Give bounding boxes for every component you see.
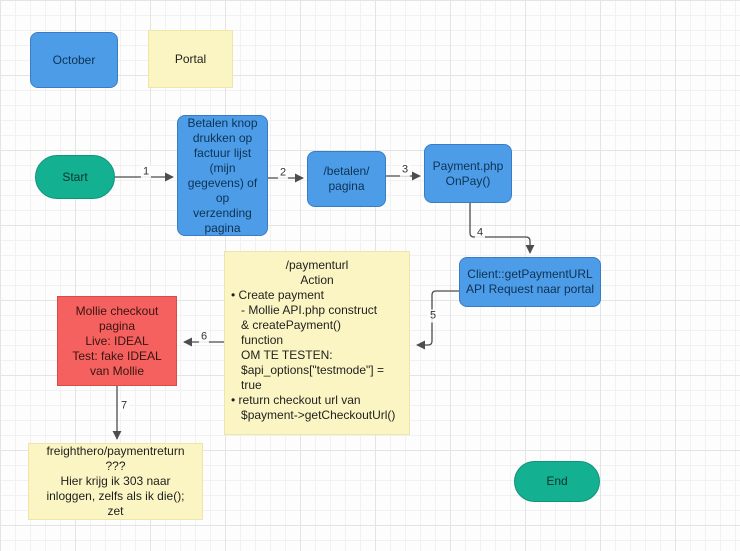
edge-label-5[interactable]: 5 — [427, 309, 439, 323]
node-payment-onpay[interactable]: Payment.php OnPay() — [424, 144, 512, 203]
node-start[interactable]: Start — [35, 155, 115, 199]
node-mollie-checkout-label: Mollie checkout pagina Live: IDEAL Test:… — [72, 303, 162, 378]
node-paymenturl-action-title: /paymenturl Action — [285, 258, 349, 287]
node-mollie-checkout[interactable]: Mollie checkout pagina Live: IDEAL Test:… — [57, 296, 177, 386]
node-portal-label: Portal — [174, 51, 207, 66]
node-end-label: End — [546, 474, 568, 488]
node-october-label: October — [52, 52, 96, 67]
node-betalen-knop-label: Betalen knop drukken op factuur lijst (m… — [187, 115, 258, 235]
node-paymenturl-action[interactable]: /paymenturl Action • Create payment - Mo… — [224, 251, 410, 435]
node-client-getpaymenturl[interactable]: Client::getPaymentURL API Request naar p… — [459, 257, 601, 307]
edge-label-3[interactable]: 3 — [399, 163, 411, 177]
node-paymenturl-action-body: • Create payment - Mollie API.php constr… — [231, 288, 396, 422]
edge-label-1[interactable]: 1 — [140, 165, 152, 179]
node-betalen-knop[interactable]: Betalen knop drukken op factuur lijst (m… — [177, 115, 268, 236]
edge-label-7[interactable]: 7 — [118, 399, 130, 413]
node-portal[interactable]: Portal — [148, 30, 233, 88]
node-betalen-pagina-label: /betalen/ pagina — [323, 164, 370, 193]
node-client-getpaymenturl-label: Client::getPaymentURL API Request naar p… — [465, 267, 595, 296]
node-start-label: Start — [62, 169, 88, 184]
edge-label-4[interactable]: 4 — [474, 226, 486, 240]
edge-payment-to-client[interactable] — [469, 203, 535, 254]
node-end[interactable]: End — [514, 461, 600, 502]
node-payment-onpay-label: Payment.php OnPay() — [432, 158, 504, 188]
node-october[interactable]: October — [30, 32, 118, 88]
edge-label-6[interactable]: 6 — [198, 330, 210, 344]
edge-label-2[interactable]: 2 — [277, 166, 289, 180]
node-payment-return[interactable]: freighthero/paymentreturn ??? Hier krijg… — [28, 443, 203, 520]
node-payment-return-label: freighthero/paymentreturn ??? Hier krijg… — [46, 444, 185, 518]
node-betalen-pagina[interactable]: /betalen/ pagina — [307, 151, 386, 207]
